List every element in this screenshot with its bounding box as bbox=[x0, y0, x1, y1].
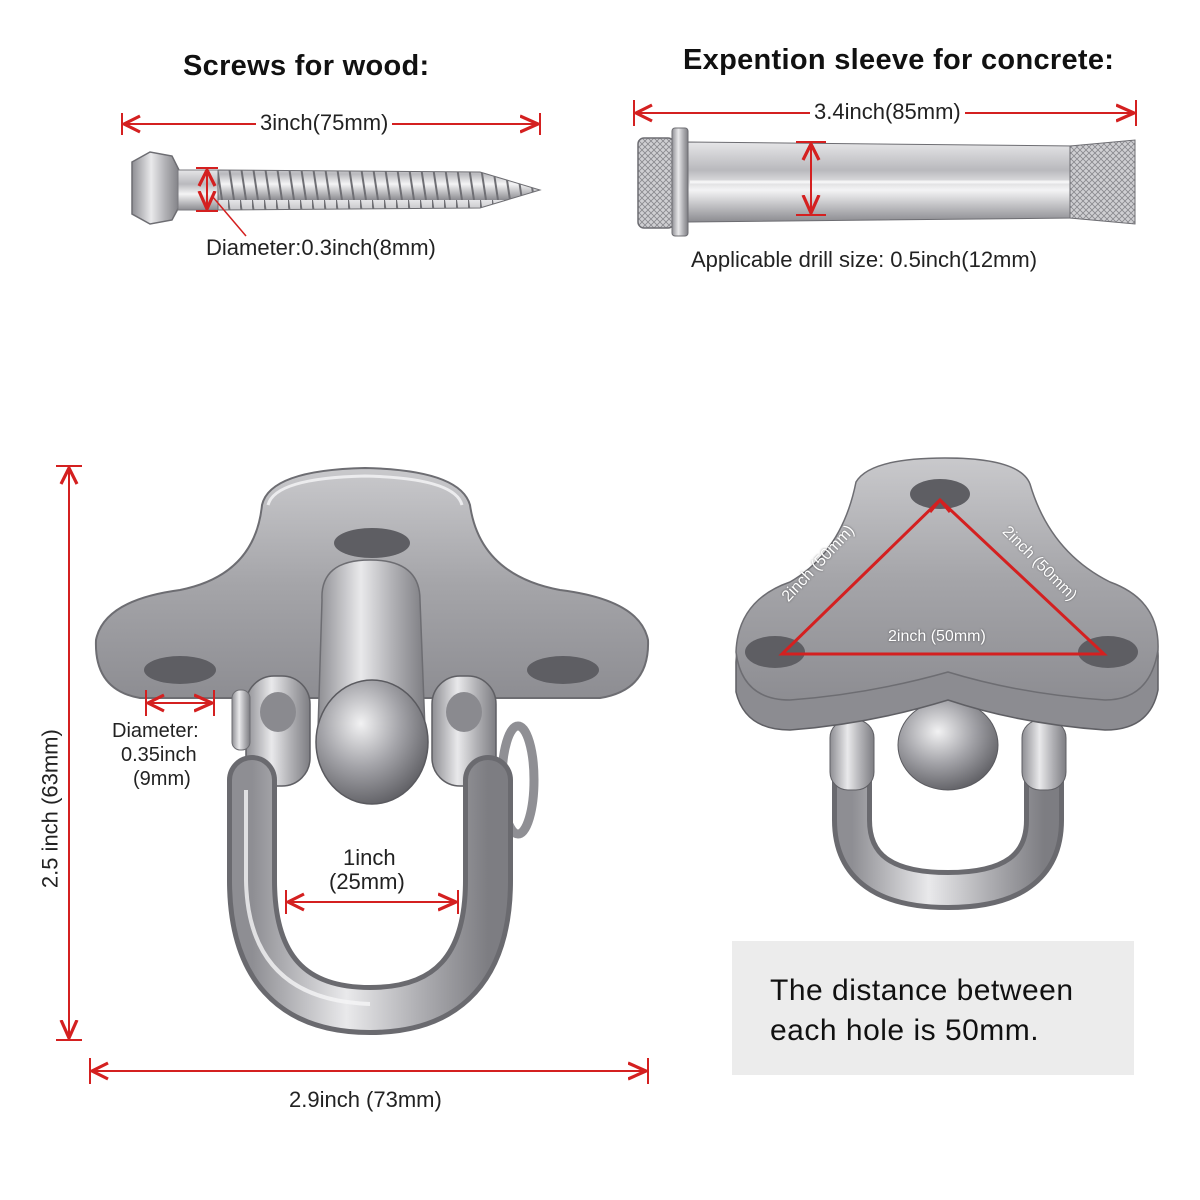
hanger-height-dimension bbox=[56, 465, 82, 1041]
hole-diameter-label-2: 0.35inch bbox=[121, 744, 197, 766]
screw-diameter-dimension bbox=[196, 167, 247, 237]
swing-hanger-front bbox=[94, 466, 650, 1036]
triangle-side-bottom-label: 2inch (50mm) bbox=[888, 628, 986, 645]
sleeve-length-label: 3.4inch(85mm) bbox=[810, 99, 965, 125]
sleeve-drill-label: Applicable drill size: 0.5inch(12mm) bbox=[691, 247, 1038, 272]
hole-diameter-dimension bbox=[145, 690, 215, 716]
shackle-width-label-2: (25mm) bbox=[329, 869, 405, 894]
screws-title: Screws for wood: bbox=[183, 50, 430, 82]
hole-distance-note-text: The distance between each hole is 50mm. bbox=[770, 974, 1074, 1047]
expansion-sleeve bbox=[637, 127, 1136, 237]
screw-diameter-label: Diameter:0.3inch(8mm) bbox=[206, 235, 436, 260]
screw-length-label: 3inch(75mm) bbox=[256, 110, 393, 136]
hole-diameter-label-3: (9mm) bbox=[133, 768, 191, 790]
shackle-width-dimension bbox=[285, 890, 459, 914]
shackle-width-label-1: 1inch bbox=[343, 845, 396, 870]
hole-distance-note: The distance between each hole is 50mm. bbox=[732, 941, 1134, 1075]
hanger-width-dimension bbox=[89, 1058, 649, 1084]
swing-hanger-back bbox=[735, 457, 1159, 911]
hanger-width-label: 2.9inch (73mm) bbox=[289, 1087, 442, 1112]
hanger-height-label: 2.5 inch (63mm) bbox=[37, 729, 63, 889]
wood-screw bbox=[131, 151, 542, 225]
sleeve-title: Expention sleeve for concrete: bbox=[683, 44, 1115, 76]
sleeve-diameter-dimension bbox=[796, 141, 826, 216]
hole-diameter-label-1: Diameter: bbox=[112, 720, 199, 742]
